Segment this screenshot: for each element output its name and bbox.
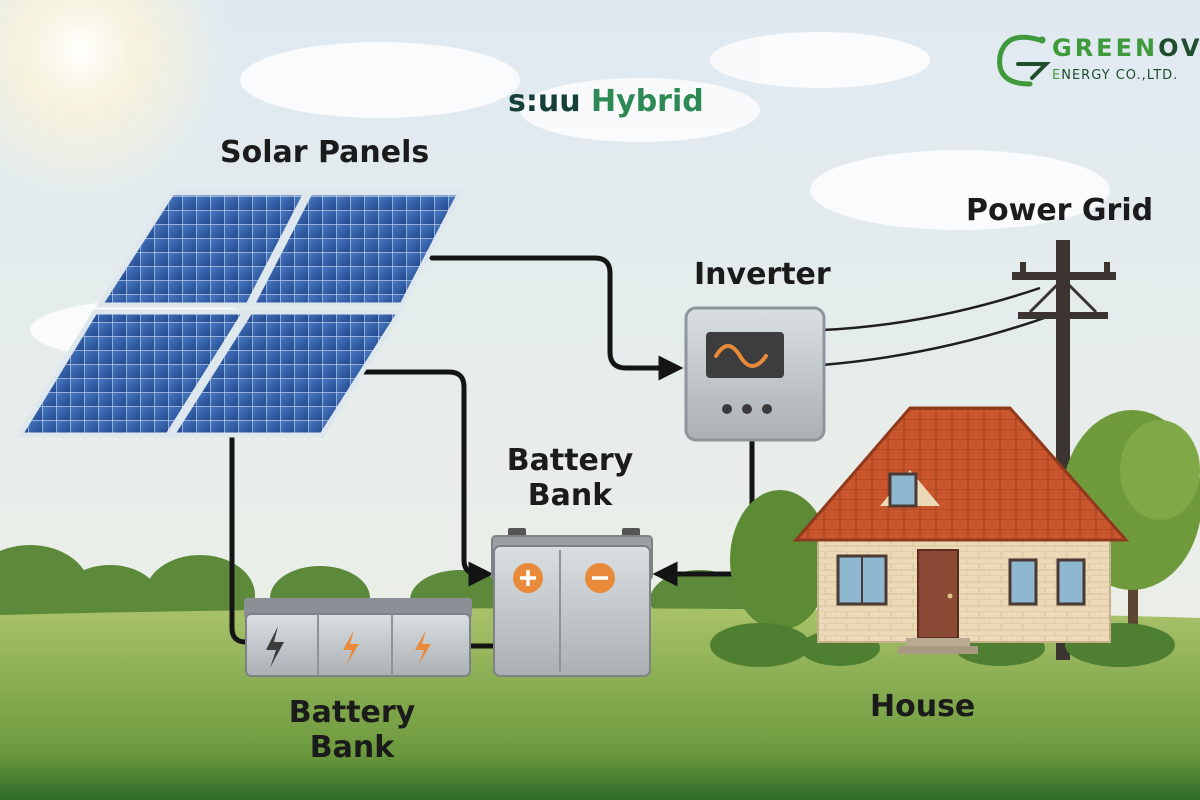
brand: GREENOVA ENERGY CO.,LTD. (996, 30, 1200, 90)
brand-name-green: GREEN (1052, 34, 1159, 62)
house-window-right (1008, 558, 1038, 606)
house-window-far-right (1056, 558, 1086, 606)
solar-panel-top-right (247, 190, 465, 308)
brand-name-dark: OVA (1158, 34, 1200, 62)
wire-solar-to-battery (357, 369, 494, 587)
title-main: Hybrid (591, 84, 704, 119)
lightning-bolt-icon (343, 630, 359, 664)
inverter-display (706, 332, 784, 378)
house-icon (792, 406, 1130, 654)
label-house: House (870, 689, 976, 724)
battery-plus-icon (513, 563, 543, 593)
wire-solar-to-inverter (429, 255, 684, 381)
diagram-title: s:uu Hybrid (508, 84, 704, 119)
label-battery-bank-left: Battery Bank (288, 695, 416, 765)
lightning-bolt-icon (266, 626, 284, 668)
battery-bank-left (244, 598, 472, 677)
battery-minus-icon (585, 563, 615, 593)
grid-wires (821, 286, 1051, 367)
solar-panel-top-left (95, 190, 311, 308)
solar-panel-bottom-left (15, 309, 250, 438)
brand-tagline: ENERGY CO.,LTD. (1052, 68, 1178, 83)
sun-glow (0, 0, 230, 200)
brand-tagline-rest: NERGY CO.,LTD. (1061, 68, 1179, 83)
solar-panel-bottom-right (167, 309, 405, 438)
title-prefix: s:uu (508, 84, 581, 119)
lightning-bolt-icon (415, 630, 431, 664)
solar-panel-icon (15, 190, 465, 438)
label-power-grid: Power Grid (966, 193, 1154, 228)
inverter-wave-icon (714, 344, 768, 368)
brand-name: GREENOVA (1052, 34, 1200, 62)
label-solar-panels: Solar Panels (220, 135, 430, 170)
house-door (917, 549, 959, 639)
label-inverter: Inverter (694, 257, 831, 292)
label-battery-bank-center: Battery Bank (506, 443, 634, 513)
battery-bank-center (491, 528, 653, 677)
brand-tagline-prefix: E (1052, 68, 1062, 83)
inverter-box (684, 306, 826, 442)
house-attic-window (888, 472, 918, 508)
wire-panel-to-left-battery (229, 432, 249, 645)
brand-logo-icon (997, 34, 1051, 87)
